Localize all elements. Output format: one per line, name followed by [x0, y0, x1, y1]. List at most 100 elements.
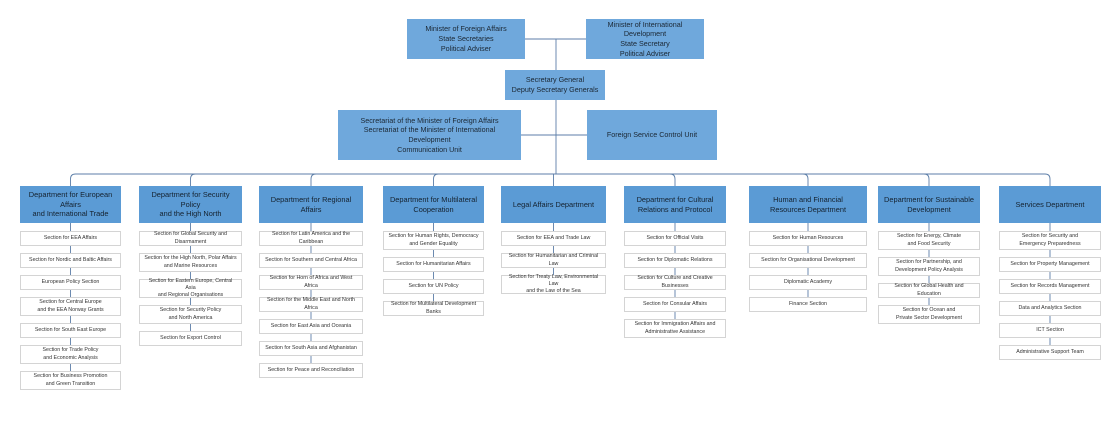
node-line: Relations and Protocol — [637, 204, 713, 214]
section-box[interactable]: Section for Consular Affairs — [624, 297, 726, 312]
node-line: Section for Treaty Law, Environmental La… — [508, 273, 599, 287]
node-line: Section for Humanitarian Affairs — [396, 260, 471, 267]
section-box[interactable]: Data and Analytics Section — [999, 301, 1101, 316]
section-box[interactable]: Section for Horn of Africa and West Afri… — [259, 275, 363, 290]
node-services-department[interactable]: Services Department — [999, 186, 1101, 223]
section-label: Section for EEA and Trade Law — [505, 235, 602, 242]
node-line: Section for South Asia and Afghanistan — [265, 344, 357, 351]
node-line: Department for Security Policy — [151, 189, 230, 209]
section-box[interactable]: Section for Organisational Development — [749, 253, 867, 268]
node-line: Section for Partnership, and — [896, 259, 962, 266]
node-line: Development Policy Analysis — [895, 266, 963, 273]
node-line: Political Adviser — [440, 43, 492, 53]
section-box[interactable]: European Policy Section — [20, 275, 121, 290]
section-label: Section for East Asia and Oceania — [263, 323, 359, 330]
section-box[interactable]: Section for Treaty Law, Environmental La… — [501, 274, 606, 295]
node-line: Foreign Service Control Unit — [606, 130, 698, 140]
node-line: Department for European Affairs — [28, 189, 113, 209]
section-box[interactable]: Section for Records Management — [999, 279, 1101, 294]
section-box[interactable]: Section for South Asia and Afghanistan — [259, 341, 363, 356]
section-label: Section for Property Management — [1003, 261, 1097, 268]
section-box[interactable]: Section for EEA Affairs — [20, 231, 121, 246]
section-label: Section for Official Visits — [628, 235, 722, 242]
node-line: and the Law of the Sea — [526, 288, 581, 295]
node-line: and International Trade — [32, 209, 109, 219]
node-line: Section for Nordic and Baltic Affairs — [29, 256, 112, 263]
section-box[interactable]: Section for Latin America and the Caribb… — [259, 231, 363, 246]
section-box[interactable]: Section for Global Security and Disarmam… — [139, 231, 242, 246]
section-label: Section for Humanitarian Affairs — [387, 261, 480, 268]
node-legal-affairs-department[interactable]: Legal Affairs Department — [501, 186, 606, 223]
node-line: Section for the High North, Polar Affair… — [144, 255, 237, 262]
section-box[interactable]: Section for Official Visits — [624, 231, 726, 246]
section-box[interactable]: Section for Peace and Reconciliation — [259, 363, 363, 378]
section-box[interactable]: Finance Section — [749, 297, 867, 312]
node-line: Section for Energy, Climate — [896, 233, 962, 240]
section-box[interactable]: Section for UN Policy — [383, 279, 484, 294]
node-line: Administrative Assistance — [644, 328, 706, 335]
node-line: ICT Section — [1036, 326, 1064, 333]
section-box[interactable]: Section for Export Control — [139, 331, 242, 346]
section-label: Section for Organisational Development — [753, 257, 863, 264]
section-box[interactable]: Section for South East Europe — [20, 323, 121, 338]
section-box[interactable]: Section for East Asia and Oceania — [259, 319, 363, 334]
node-foreign-service-control-unit[interactable]: Foreign Service Control Unit — [587, 110, 717, 160]
section-box[interactable]: Section for Multilateral Development Ban… — [383, 301, 484, 316]
section-box[interactable]: Section for the Middle East and North Af… — [259, 297, 363, 312]
section-box[interactable]: Section for Humanitarian Affairs — [383, 257, 484, 272]
section-box[interactable]: Section for EEA and Trade Law — [501, 231, 606, 246]
department-label: Department for Regional Affairs — [264, 195, 358, 215]
section-box[interactable]: Section for Global Health and Education — [878, 283, 980, 298]
section-box[interactable]: Section for Culture and Creative Busines… — [624, 275, 726, 290]
section-box[interactable]: Section for the High North, Polar Affair… — [139, 253, 242, 272]
node-secretariat-communication-unit[interactable]: Secretariat of the Minister of Foreign A… — [338, 110, 521, 160]
section-label: Section for Diplomatic Relations — [628, 257, 722, 264]
node-department-regional-affairs[interactable]: Department for Regional Affairs — [259, 186, 363, 223]
section-box[interactable]: Section for Nordic and Baltic Affairs — [20, 253, 121, 268]
section-box[interactable]: Administrative Support Team — [999, 345, 1101, 360]
section-box[interactable]: ICT Section — [999, 323, 1101, 338]
section-box[interactable]: Section for Property Management — [999, 257, 1101, 272]
node-line: and Green Transition — [45, 380, 96, 387]
section-box[interactable]: Section for Human Resources — [749, 231, 867, 246]
section-label: Section for Nordic and Baltic Affairs — [24, 257, 117, 264]
node-line: Minister of Foreign Affairs — [425, 24, 507, 34]
section-box[interactable]: Section for Diplomatic Relations — [624, 253, 726, 268]
node-line: Section for Security Policy — [159, 307, 222, 314]
section-box[interactable]: Section for Humanitarian and Criminal La… — [501, 253, 606, 268]
section-box[interactable]: Section for Southern and Central Africa — [259, 253, 363, 268]
node-line: Section for Human Resources — [772, 234, 844, 241]
section-label: Section for Treaty Law, Environmental La… — [505, 274, 602, 295]
section-label: Section for Multilateral Development Ban… — [387, 301, 480, 315]
section-box[interactable]: Diplomatic Academy — [749, 275, 867, 290]
section-label: Section for Records Management — [1003, 283, 1097, 290]
section-box[interactable]: Section for Eastern Europe, Central Asia… — [139, 278, 242, 298]
node-line: Section for Export Control — [160, 334, 221, 341]
